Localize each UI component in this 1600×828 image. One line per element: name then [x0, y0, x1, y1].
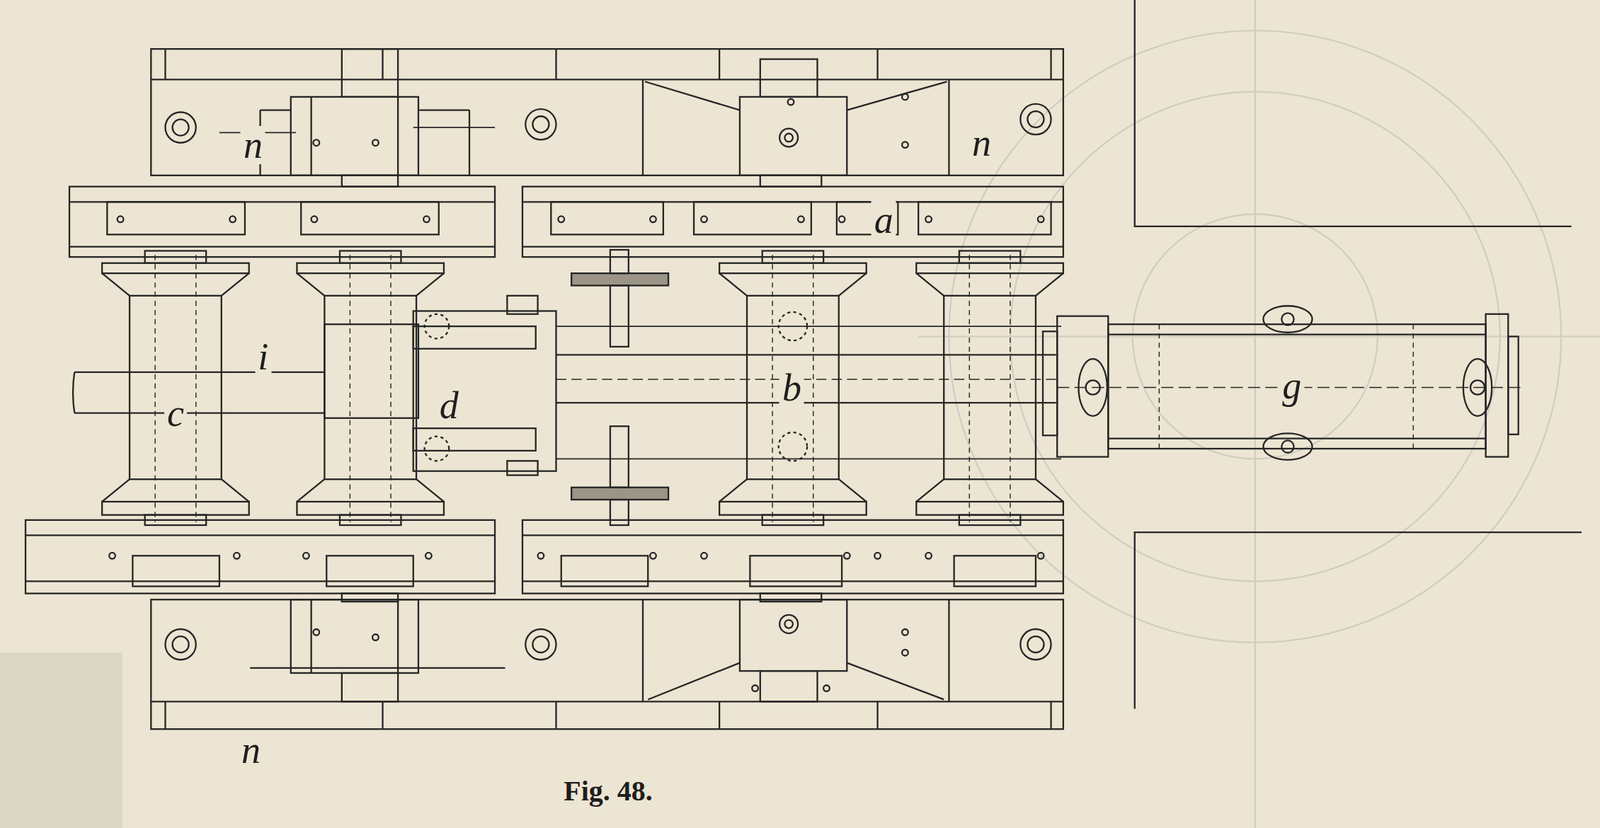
part-letter: i: [254, 337, 272, 376]
figure-caption: Fig. 48.: [563, 777, 653, 806]
part-letter: g: [1279, 366, 1305, 405]
part-letter: b: [779, 368, 805, 408]
part-letter: c: [164, 394, 187, 433]
part-letter: a: [871, 201, 897, 240]
part-letter: d: [436, 386, 462, 425]
part-letter: n: [969, 123, 994, 163]
part-letter: n: [240, 126, 266, 165]
part-letter: n: [238, 731, 264, 770]
